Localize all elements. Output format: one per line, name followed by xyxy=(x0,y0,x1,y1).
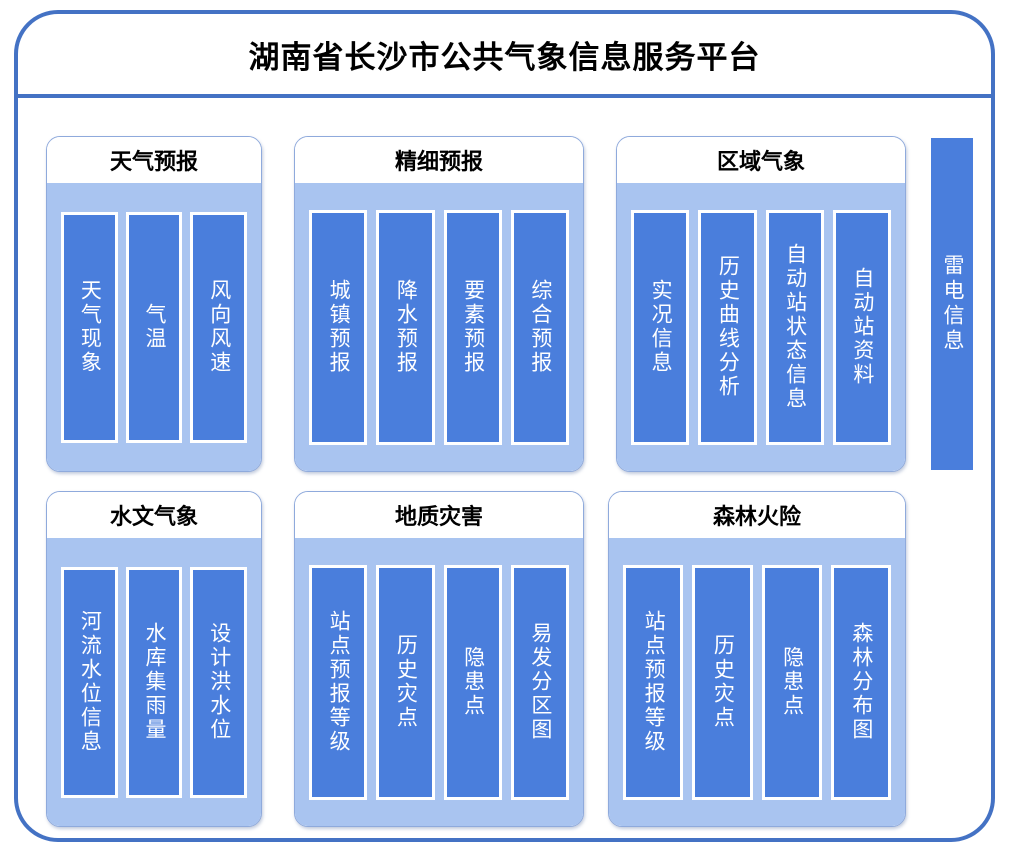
panel-header: 精细预报 xyxy=(295,137,583,183)
panel-title: 天气预报 xyxy=(109,149,198,174)
tile-label: 隐患点 xyxy=(461,646,485,718)
app-frame: 湖南省长沙市公共气象信息服务平台 天气预报 天气现象 气温 风向风速 精 xyxy=(14,10,995,842)
panel-board: 天气预报 天气现象 气温 风向风速 精细预报 城镇预报 xyxy=(18,102,991,838)
tile-comprehensive-forecast[interactable]: 综合预报 xyxy=(510,209,569,445)
tile-label: 降水预报 xyxy=(394,279,418,375)
tile-precipitation-forecast[interactable]: 降水预报 xyxy=(376,209,435,445)
tile-label: 历史曲线分析 xyxy=(716,255,740,399)
tile-label: 风向风速 xyxy=(207,279,231,375)
panel-forest-fire-risk[interactable]: 森林火险 站点预报等级 历史灾点 隐患点 森林分布图 xyxy=(608,491,906,827)
tile-temperature[interactable]: 气温 xyxy=(125,211,183,443)
tile-live-info[interactable]: 实况信息 xyxy=(631,209,690,445)
tile-lightning-info[interactable]: 雷电信息 xyxy=(931,138,973,470)
tile-historical-disaster-points[interactable]: 历史灾点 xyxy=(376,564,435,800)
panel-body: 站点预报等级 历史灾点 隐患点 森林分布图 xyxy=(609,538,905,826)
app-title-bar: 湖南省长沙市公共气象信息服务平台 xyxy=(18,14,991,98)
tile-label: 要素预报 xyxy=(461,279,485,375)
panel-body: 河流水位信息 水库集雨量 设计洪水位 xyxy=(47,538,261,826)
tile-hidden-danger-points[interactable]: 隐患点 xyxy=(443,564,502,800)
tile-label: 自动站资料 xyxy=(850,267,874,387)
tile-label: 城镇预报 xyxy=(327,279,351,375)
panel-body: 站点预报等级 历史灾点 隐患点 易发分区图 xyxy=(295,538,583,826)
tile-label: 综合预报 xyxy=(528,279,552,375)
panel-hydro-meteorology[interactable]: 水文气象 河流水位信息 水库集雨量 设计洪水位 xyxy=(46,491,262,827)
panel-header: 天气预报 xyxy=(47,137,261,183)
panel-title: 水文气象 xyxy=(109,504,198,529)
panel-header: 森林火险 xyxy=(609,492,905,538)
tile-reservoir-rainfall[interactable]: 水库集雨量 xyxy=(125,566,183,798)
tile-station-forecast-level[interactable]: 站点预报等级 xyxy=(309,564,368,800)
tile-hidden-danger-points[interactable]: 隐患点 xyxy=(761,564,822,800)
panel-title: 地质灾害 xyxy=(394,504,483,529)
tile-label: 自动站状态信息 xyxy=(783,243,807,411)
tile-label: 森林分布图 xyxy=(849,622,873,742)
tile-label: 历史灾点 xyxy=(394,634,418,730)
panel-title: 精细预报 xyxy=(394,149,483,174)
tile-label: 天气现象 xyxy=(78,279,102,375)
panel-header: 水文气象 xyxy=(47,492,261,538)
tile-label: 设计洪水位 xyxy=(207,622,231,742)
tile-river-water-level-info[interactable]: 河流水位信息 xyxy=(61,566,118,798)
tile-weather-phenomenon[interactable]: 天气现象 xyxy=(61,211,118,443)
page-title: 湖南省长沙市公共气象信息服务平台 xyxy=(248,39,761,75)
tile-aws-data[interactable]: 自动站资料 xyxy=(832,209,891,445)
panel-body: 天气现象 气温 风向风速 xyxy=(47,183,261,471)
tile-susceptibility-zoning-map[interactable]: 易发分区图 xyxy=(510,564,569,800)
panel-fine-forecast[interactable]: 精细预报 城镇预报 降水预报 要素预报 综合预报 xyxy=(294,136,584,472)
tile-aws-status-info[interactable]: 自动站状态信息 xyxy=(765,209,824,445)
tile-urban-forecast[interactable]: 城镇预报 xyxy=(309,209,368,445)
tile-forest-distribution-map[interactable]: 森林分布图 xyxy=(830,564,891,800)
tile-history-curve-analysis[interactable]: 历史曲线分析 xyxy=(698,209,757,445)
panel-header: 区域气象 xyxy=(617,137,905,183)
panel-title: 森林火险 xyxy=(712,504,801,529)
tile-label: 水库集雨量 xyxy=(143,622,167,742)
tile-wind[interactable]: 风向风速 xyxy=(190,211,248,443)
tile-element-forecast[interactable]: 要素预报 xyxy=(443,209,502,445)
tile-label: 历史灾点 xyxy=(711,634,735,730)
tile-label: 站点预报等级 xyxy=(327,610,351,754)
tile-label: 雷电信息 xyxy=(941,254,965,354)
panel-body: 实况信息 历史曲线分析 自动站状态信息 自动站资料 xyxy=(617,183,905,471)
tile-label: 河流水位信息 xyxy=(78,610,102,754)
panel-regional-meteorology[interactable]: 区域气象 实况信息 历史曲线分析 自动站状态信息 自动站资料 xyxy=(616,136,906,472)
tile-label: 实况信息 xyxy=(649,279,673,375)
tile-label: 易发分区图 xyxy=(528,622,552,742)
tile-design-flood-level[interactable]: 设计洪水位 xyxy=(190,566,248,798)
panel-title: 区域气象 xyxy=(716,149,805,174)
tile-label: 隐患点 xyxy=(780,646,804,718)
panel-weather-forecast[interactable]: 天气预报 天气现象 气温 风向风速 xyxy=(46,136,262,472)
panel-body: 城镇预报 降水预报 要素预报 综合预报 xyxy=(295,183,583,471)
tile-label: 站点预报等级 xyxy=(642,610,666,754)
tile-label: 气温 xyxy=(143,303,167,351)
panel-geological-hazard[interactable]: 地质灾害 站点预报等级 历史灾点 隐患点 易发分区图 xyxy=(294,491,584,827)
tile-historical-disaster-points[interactable]: 历史灾点 xyxy=(692,564,753,800)
tile-station-forecast-level[interactable]: 站点预报等级 xyxy=(623,564,684,800)
panel-header: 地质灾害 xyxy=(295,492,583,538)
